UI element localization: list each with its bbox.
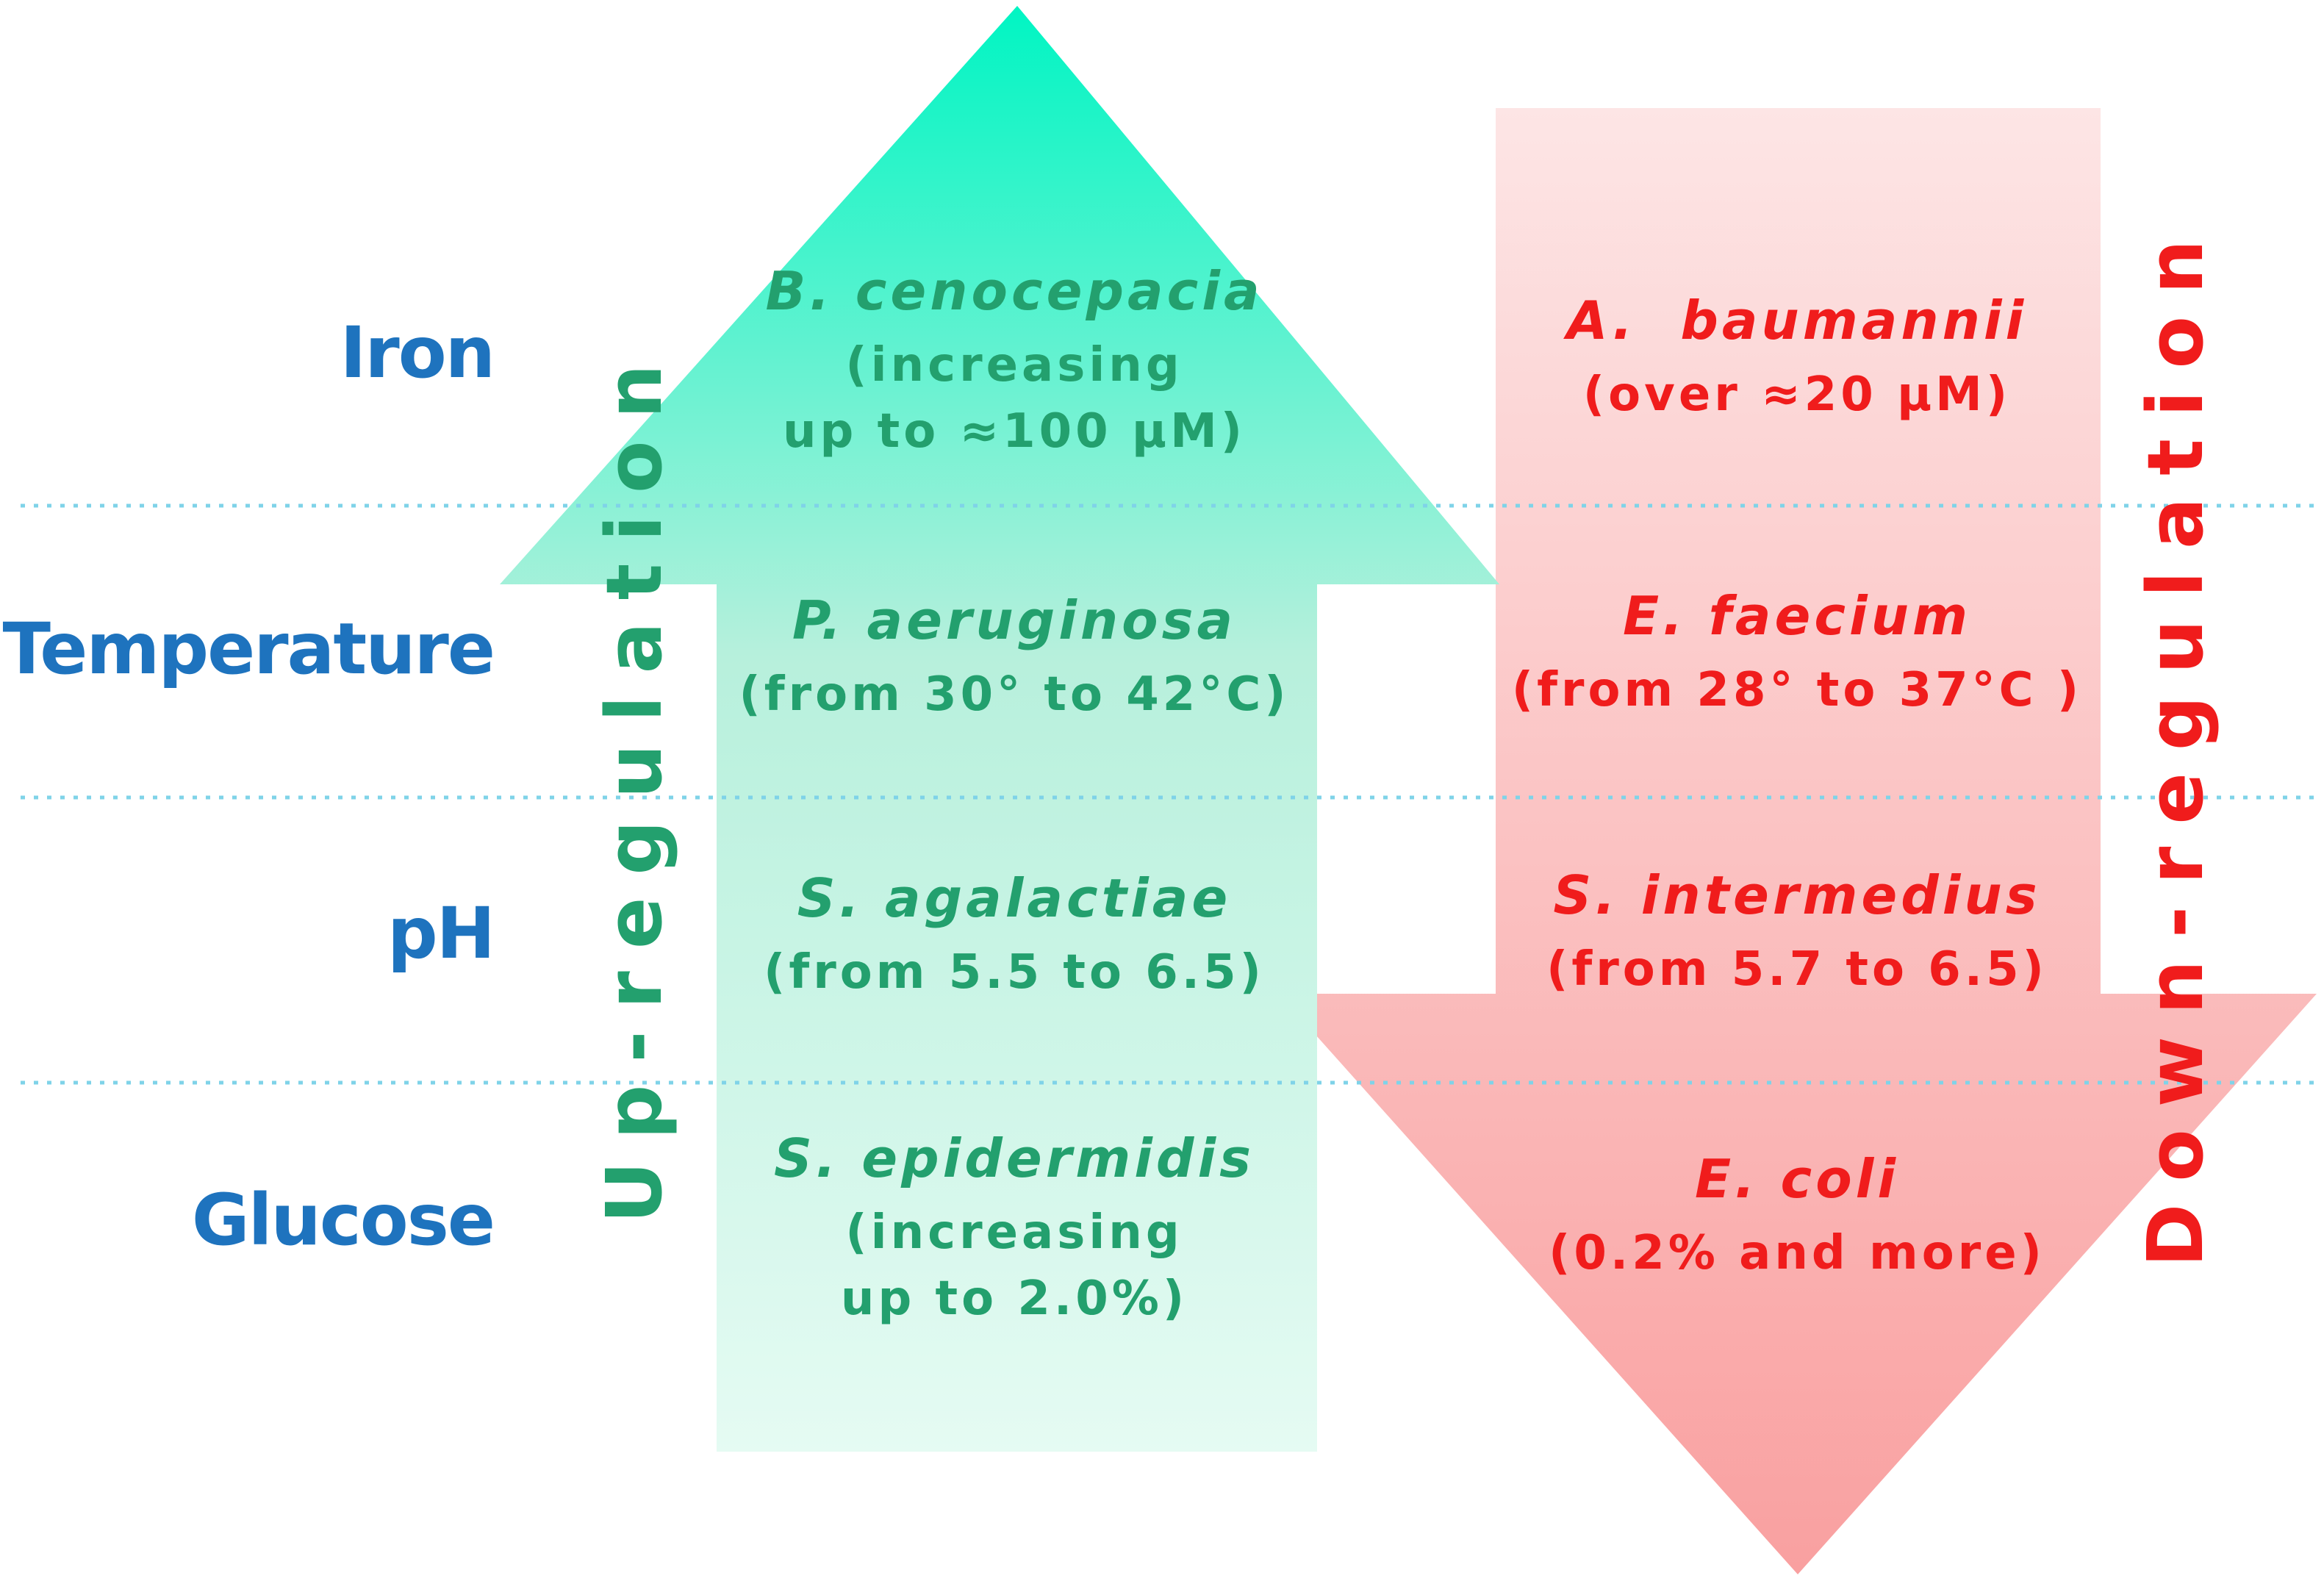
species-name: P. aeruginosa — [792, 589, 1237, 651]
factor-iron: Iron — [340, 312, 495, 394]
species-name: B. cenocepacia — [765, 260, 1263, 322]
up-entry-iron: B. cenocepacia (increasing up to ≈100 μM… — [706, 265, 1323, 465]
condition-text: (over ≈20 μM) — [1582, 368, 2012, 422]
down-arrow — [1279, 108, 2317, 1574]
species-name: A. baumannii — [1566, 290, 2028, 351]
up-entry-temperature: P. aeruginosa (from 30° to 42°C) — [706, 594, 1323, 728]
condition-text: (from 5.7 to 6.5) — [1546, 942, 2048, 997]
condition-text: (increasing — [845, 1205, 1183, 1260]
up-arrow — [500, 6, 1499, 1452]
down-entry-ph: S. intermedius (from 5.7 to 6.5) — [1477, 869, 2117, 1003]
species-name: S. intermedius — [1553, 864, 2041, 926]
down-entry-temperature: E. faecium (from 28° to 37°C ) — [1477, 589, 2117, 723]
down-entry-iron: A. baumannii (over ≈20 μM) — [1477, 294, 2117, 428]
species-name: S. agalactiae — [797, 867, 1232, 929]
species-name: S. epidermidis — [774, 1128, 1255, 1189]
species-name: E. faecium — [1623, 585, 1971, 647]
down-regulation-label: Down-regulation — [2131, 217, 2220, 1268]
condition-text: (from 28° to 37°C ) — [1511, 663, 2083, 717]
species-name: E. coli — [1694, 1148, 1900, 1210]
factor-temperature: Temperature — [2, 608, 495, 690]
factor-glucose: Glucose — [191, 1179, 495, 1261]
condition-text: (0.2% and more) — [1549, 1226, 2045, 1280]
factor-ph: pH — [387, 892, 495, 975]
condition-text: up to 2.0%) — [840, 1272, 1188, 1326]
up-entry-glucose: S. epidermidis (increasing up to 2.0%) — [706, 1132, 1323, 1332]
condition-text: up to ≈100 μM) — [782, 404, 1247, 459]
condition-text: (increasing — [845, 338, 1183, 392]
condition-text: (from 5.5 to 6.5) — [764, 945, 1265, 1000]
down-entry-glucose: E. coli (0.2% and more) — [1477, 1152, 2117, 1286]
condition-text: (from 30° to 42°C) — [739, 667, 1290, 722]
up-regulation-label: Up-regulation — [589, 342, 679, 1224]
up-entry-ph: S. agalactiae (from 5.5 to 6.5) — [706, 872, 1323, 1005]
